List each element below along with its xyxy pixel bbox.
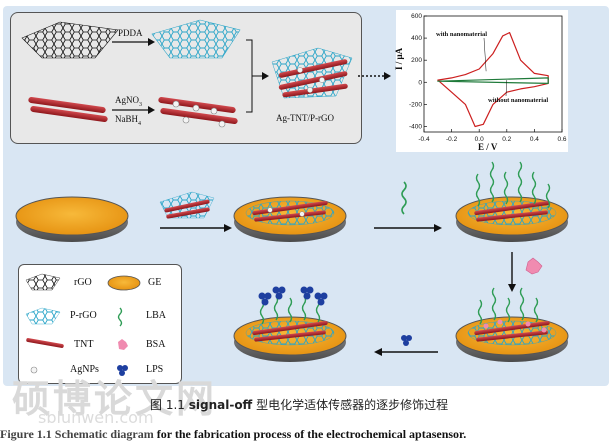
nabh4-text: NaBH [115, 114, 138, 124]
cv-annot-with-pointer [483, 37, 487, 72]
electrode-bare [15, 196, 129, 242]
legend-agnps-icon [30, 366, 38, 374]
caption-cn-rest: 型电化学适体传感器的逐步修饰过程 [256, 398, 449, 412]
watermark-url: sblunwen.com [38, 408, 154, 427]
bsa-floating [525, 257, 543, 275]
rgo-sheet [21, 21, 119, 59]
caption-cn-prefix: 图 1.1 [150, 398, 185, 412]
lps-floating [401, 335, 412, 346]
nabh4-label: NaBH4 [115, 114, 141, 127]
caption-en-rest: for the fabrication process of the elect… [156, 427, 467, 441]
composite-label: Ag-TNT/P-rGO [276, 113, 334, 123]
cv-xtick-label: -0.4 [418, 136, 430, 143]
cv-ytick-label: 600 [411, 13, 422, 20]
legend-ge-label: GE [148, 277, 162, 288]
cv-xtick-label: 0.0 [475, 136, 484, 143]
cv-annot-without: without nanomaterial [488, 97, 548, 104]
legend-prgo-label: P-rGO [70, 310, 97, 321]
nabh4-sub: 4 [138, 120, 141, 127]
electrode-lps [233, 286, 347, 362]
prgo-sheet [151, 19, 241, 59]
agno3-sub: 3 [139, 101, 142, 108]
cv-xtick-label: 0.2 [502, 136, 511, 143]
legend-lps-label: LPS [146, 364, 164, 375]
tnt-rods [28, 96, 108, 123]
caption-cn-bold: signal-off [188, 398, 253, 412]
watermark-text: 硕博论文网 [12, 377, 218, 421]
legend-lba-label: LBA [146, 310, 166, 321]
legend-tnt-label: TNT [74, 339, 94, 350]
legend-lps-icon [117, 365, 128, 376]
cv-xlabel: E / V [478, 142, 498, 152]
composite-floating [159, 191, 215, 219]
cv-plot-frame [396, 10, 568, 152]
electrode-aptamer [455, 161, 569, 242]
cv-annot-without-pointer [505, 80, 508, 97]
caption-en-prefix: Figure 1.1 Schematic diagram [0, 427, 154, 441]
cv-xtick-label: 0.6 [557, 136, 566, 143]
cv-xtick-label: 0.4 [530, 136, 539, 143]
cv-axes-frame [423, 15, 563, 133]
cv-ytick-label: 0 [418, 79, 422, 86]
pdda-label: PDDA [118, 28, 143, 38]
legend-bsa-label: BSA [146, 339, 166, 350]
caption-chinese: 图 1.1 signal-off 型电化学适体传感器的逐步修饰过程 [150, 396, 448, 413]
agno3-text: AgNO [115, 95, 139, 105]
ag-tnt-rods [158, 96, 238, 128]
cv-series-without-nanomaterial [437, 77, 549, 84]
legend-tnt-icon [26, 338, 64, 348]
legend-lba-icon [117, 307, 123, 327]
cv-xtick-label: -0.2 [446, 136, 458, 143]
electrode-modified [233, 196, 347, 242]
composite-graphic [271, 47, 353, 99]
lba-floating [401, 181, 407, 215]
cv-ytick-label: 400 [411, 35, 422, 42]
cv-annot-with: with nanomaterial [436, 31, 487, 38]
legend-rgo-label: rGO [74, 277, 92, 288]
caption-english: Figure 1.1 Schematic diagram for the fab… [0, 427, 466, 442]
legend-prgo-icon [25, 307, 61, 325]
cv-ytick-label: -200 [409, 101, 422, 108]
legend-agnps-label: AgNPs [70, 364, 99, 375]
cv-ytick-label: -400 [409, 123, 422, 130]
legend-ge-icon [107, 275, 141, 291]
cv-plot: -0.4 -0.2 0.0 0.2 0.4 0.6 600 400 200 0 -200 -400 wi… [409, 13, 567, 143]
electrode-bsa [455, 287, 569, 362]
legend-bsa-icon [118, 339, 128, 350]
agno3-label: AgNO3 [115, 95, 142, 108]
legend-rgo-icon [25, 273, 61, 291]
cv-ytick-label: 200 [411, 57, 422, 64]
